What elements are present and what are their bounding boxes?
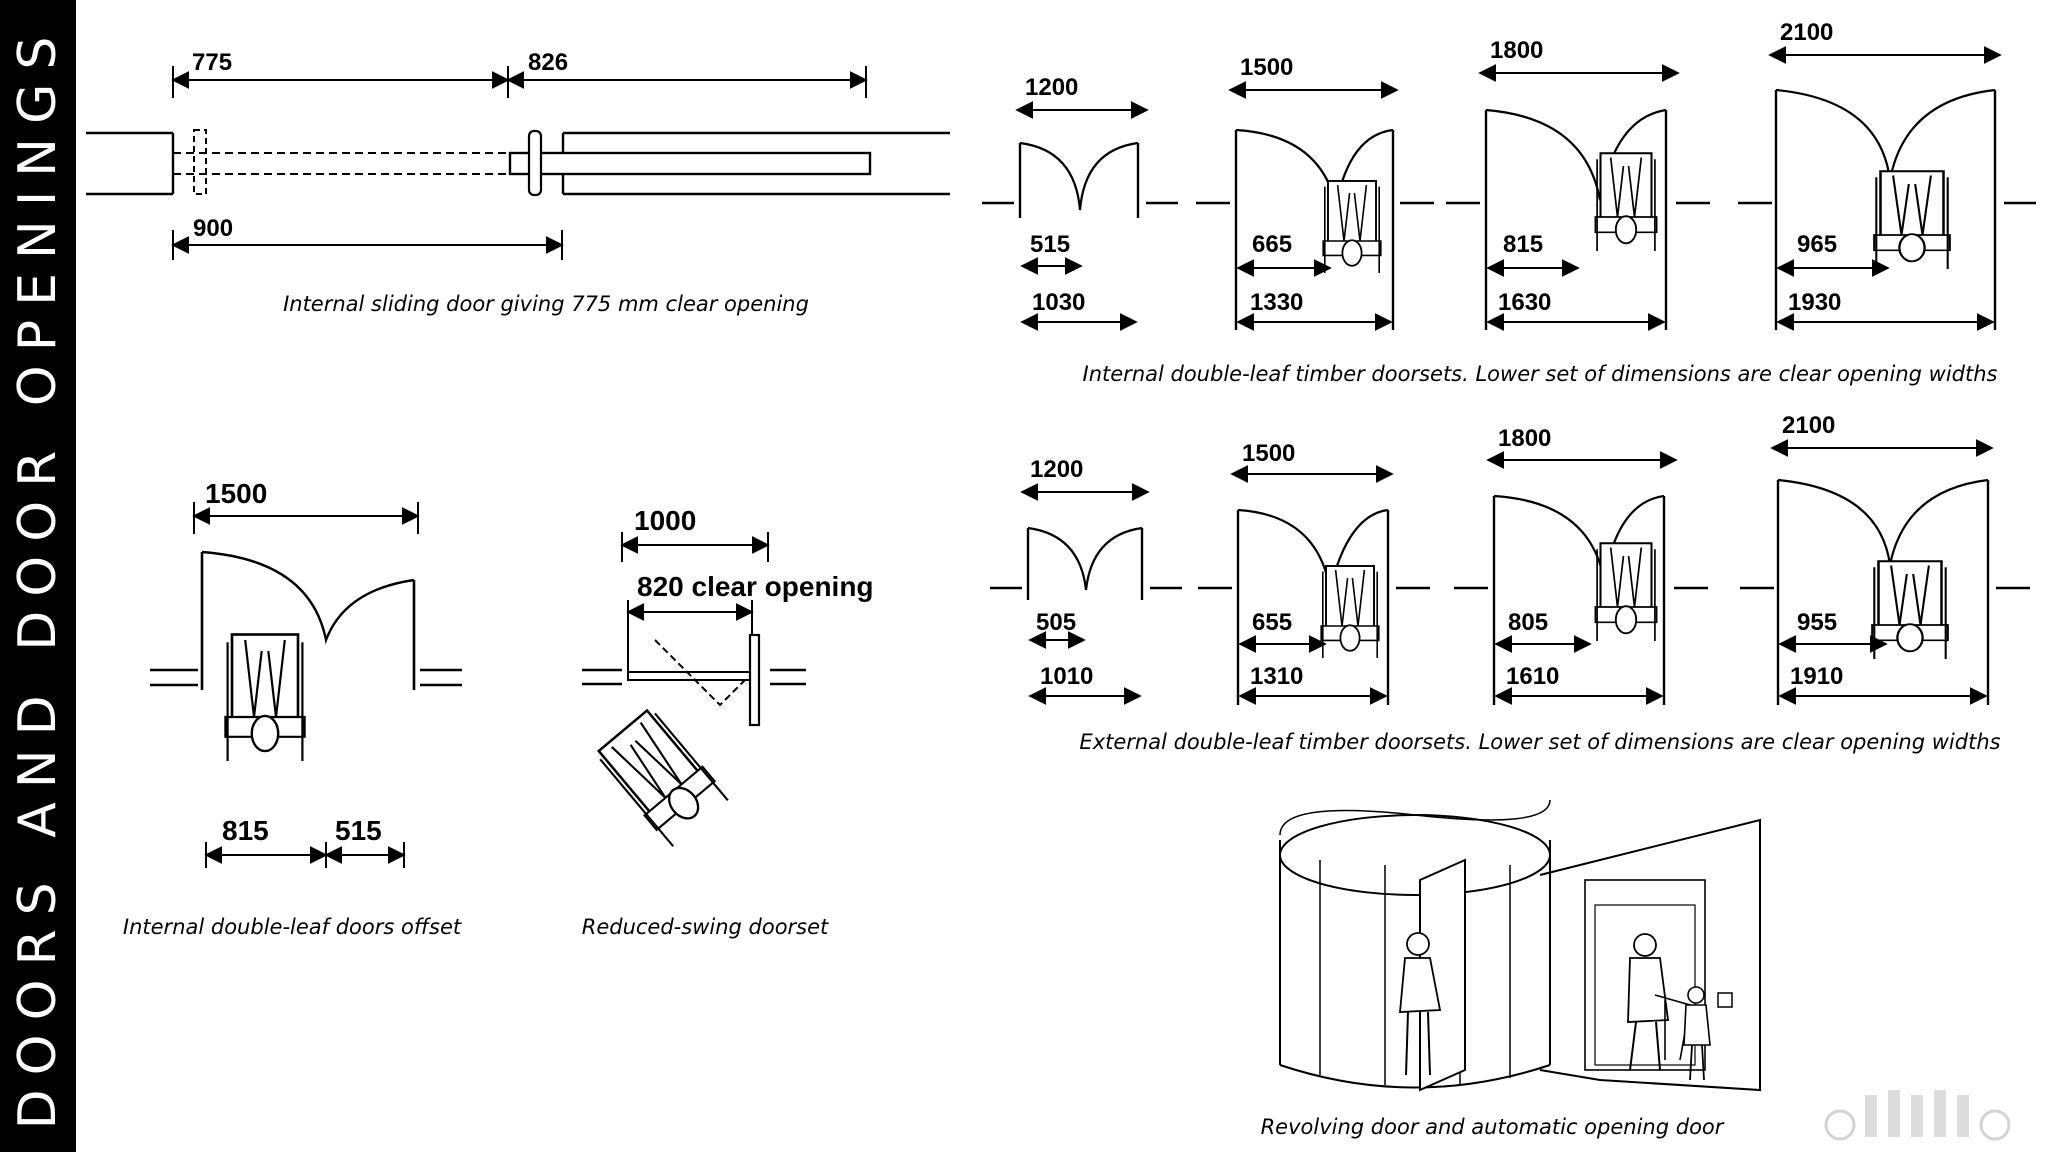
reduced-caption: Reduced-swing doorset — [581, 915, 829, 939]
dim-clear: 1030 — [1032, 289, 1085, 316]
external-door-1500: 1500 655 1310 — [1198, 440, 1430, 705]
accessibility-logo — [1824, 1090, 2011, 1141]
revolving-door-illustration — [1279, 799, 1761, 1092]
offset-caption: Internal double-leaf doors offset — [122, 915, 462, 939]
dim-clear: 1930 — [1788, 289, 1841, 316]
dim-clear: 1610 — [1506, 663, 1559, 690]
external-door-1800: 1800 805 1610 — [1454, 425, 1708, 705]
dim-clear: 1910 — [1790, 663, 1843, 690]
dim-width: 2100 — [1780, 19, 1833, 46]
external-sets-caption: External double-leaf timber doorsets. Lo… — [1079, 730, 2001, 754]
dim-leaf: 965 — [1797, 231, 1837, 258]
dim-leaf: 515 — [1030, 231, 1070, 258]
dim-width: 1500 — [1242, 440, 1295, 467]
external-doorsets: 1200 505 1010 1500 655 1310 — [990, 412, 2030, 705]
dim-leaf: 805 — [1508, 609, 1548, 636]
dim-width: 1200 — [1025, 74, 1078, 101]
offset-dim-leaf-b: 515 — [335, 815, 382, 846]
dim-clear: 1630 — [1498, 289, 1551, 316]
external-door-1200: 1200 505 1010 — [990, 456, 1182, 705]
internal-doorsets: 1200 515 1030 1500 665 1330 — [982, 19, 2036, 331]
sliding-dim-826: 826 — [528, 49, 568, 76]
dim-width: 1200 — [1030, 456, 1083, 483]
dim-clear: 1010 — [1040, 663, 1093, 690]
internal-door-2100: 2100 965 1930 — [1738, 19, 2036, 331]
revolving-caption: Revolving door and automatic opening doo… — [1260, 1115, 1724, 1139]
dim-width: 1500 — [1240, 54, 1293, 81]
reduced-dim-clear: 820 clear opening — [637, 571, 874, 602]
dim-leaf: 655 — [1252, 609, 1292, 636]
dim-leaf: 815 — [1503, 231, 1543, 258]
sliding-door-diagram: 775 826 900 — [86, 49, 950, 260]
offset-doors-diagram: 1500 815 515 — [150, 478, 462, 868]
sliding-caption: Internal sliding door giving 775 mm clea… — [283, 292, 809, 316]
internal-door-1800: 1800 815 1630 — [1446, 37, 1710, 331]
reduced-dim-width: 1000 — [634, 505, 696, 536]
dim-leaf: 665 — [1252, 231, 1292, 258]
dim-leaf: 505 — [1036, 609, 1076, 636]
dim-clear: 1330 — [1250, 289, 1303, 316]
offset-dim-width: 1500 — [205, 478, 267, 509]
dim-clear: 1310 — [1250, 663, 1303, 690]
dim-leaf: 955 — [1797, 609, 1837, 636]
internal-door-1500: 1500 665 1330 — [1196, 54, 1434, 331]
sliding-dim-775: 775 — [192, 49, 232, 76]
internal-door-1200: 1200 515 1030 — [982, 74, 1178, 331]
reduced-swing-diagram: 1000 820 clear opening — [582, 505, 874, 849]
dim-width: 1800 — [1490, 37, 1543, 64]
external-door-2100: 2100 955 1910 — [1740, 412, 2030, 705]
sliding-dim-900: 900 — [193, 215, 233, 242]
sidebar: DOORS AND DOOR OPENINGS — [0, 0, 76, 1152]
dim-width: 1800 — [1498, 425, 1551, 452]
internal-sets-caption: Internal double-leaf timber doorsets. Lo… — [1082, 362, 1998, 386]
offset-dim-leaf-a: 815 — [222, 815, 269, 846]
dim-width: 2100 — [1782, 412, 1835, 439]
